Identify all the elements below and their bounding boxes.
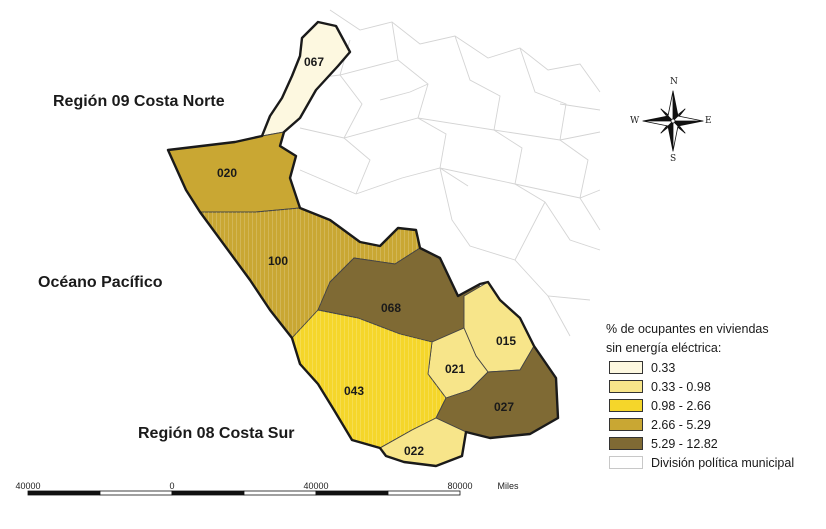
- legend-class-label: 5.29 - 12.82: [651, 436, 718, 451]
- legend-class-swatch: [609, 418, 643, 431]
- compass-star-icon: [642, 90, 704, 152]
- legend-title-line1: % de ocupantes en viviendas: [606, 322, 769, 336]
- legend-boundary-row: División política municipal: [606, 453, 824, 472]
- legend-title-line2: sin energía eléctrica:: [606, 341, 722, 355]
- scale-bar: [27, 490, 461, 496]
- muni-067-label: 067: [304, 55, 325, 69]
- scale-tick-mid: 40000: [303, 481, 329, 491]
- compass-east-label: E: [705, 116, 712, 126]
- muni-100-label: 100: [268, 254, 289, 268]
- muni-067-area[interactable]: [261, 21, 351, 137]
- legend-class-row: 0.33 - 0.98: [606, 377, 824, 396]
- region-south-label: Región 08 Costa Sur: [138, 425, 295, 442]
- legend-class-label: 0.33: [651, 360, 676, 375]
- compass-north-label: N: [670, 77, 678, 87]
- region-north-label: Región 09 Costa Norte: [53, 93, 225, 110]
- compass-rose: N S E W: [628, 74, 718, 166]
- municipality-polygons: [167, 21, 559, 467]
- muni-020-label: 020: [217, 166, 238, 180]
- scale-tick-left: 40000: [15, 481, 41, 491]
- legend-class-swatch: [609, 399, 643, 412]
- scale-units: Miles: [497, 481, 519, 491]
- scale-tick-zero: 0: [169, 481, 175, 491]
- legend-class-swatch: [609, 361, 643, 374]
- muni-043-label: 043: [344, 384, 365, 398]
- muni-015-label: 015: [496, 334, 517, 348]
- legend-class-label: 0.33 - 0.98: [651, 379, 711, 394]
- muni-068-label: 068: [381, 301, 402, 315]
- legend: % de ocupantes en viviendas sin energía …: [606, 320, 824, 472]
- muni-027-label: 027: [494, 400, 515, 414]
- legend-boundary-label: División política municipal: [651, 455, 795, 470]
- legend-class-swatch: [609, 380, 643, 393]
- legend-class-row: 5.29 - 12.82: [606, 434, 824, 453]
- legend-class-label: 0.98 - 2.66: [651, 398, 711, 413]
- legend-boundary-swatch: [609, 456, 643, 469]
- legend-class-row: 2.66 - 5.29: [606, 415, 824, 434]
- legend-class-label: 2.66 - 5.29: [651, 417, 711, 432]
- legend-class-swatch: [609, 437, 643, 450]
- compass-south-label: S: [670, 154, 677, 164]
- muni-021-label: 021: [445, 362, 466, 376]
- compass-west-label: W: [630, 116, 640, 126]
- muni-022-label: 022: [404, 444, 425, 458]
- region-outline: [166, 20, 560, 468]
- legend-class-row: 0.98 - 2.66: [606, 396, 824, 415]
- legend-class-row: 0.33: [606, 358, 824, 377]
- legend-classes: 0.33 0.33 - 0.98 0.98 - 2.66 2.66 - 5.29 5.2…: [606, 358, 824, 453]
- scale-tick-right: 80000: [447, 481, 473, 491]
- ocean-label: Océano Pacífico: [38, 274, 163, 291]
